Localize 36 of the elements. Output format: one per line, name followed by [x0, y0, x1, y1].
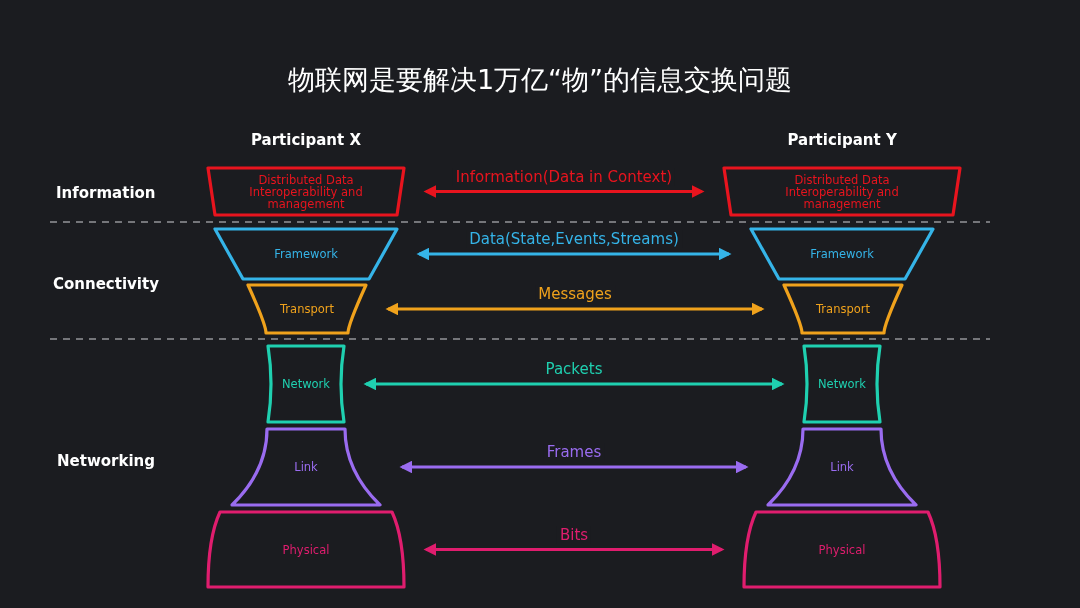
layer-label: Framework [810, 248, 874, 260]
double-arrow [416, 247, 732, 261]
double-arrow [399, 460, 749, 474]
layer-shape [802, 344, 882, 424]
layer-shape [266, 344, 346, 424]
layer-label: Physical [282, 543, 330, 556]
layer-shape [213, 227, 399, 281]
layer-group-label: Information [56, 184, 156, 202]
layer-shape [742, 510, 942, 589]
layer-shape [246, 283, 368, 335]
layer-label: Framework [274, 248, 338, 260]
layer-shape [766, 427, 918, 507]
column-header: Participant X [251, 131, 361, 149]
layer-shape [749, 227, 935, 281]
layer-group-label: Networking [57, 452, 155, 470]
layer-shape [206, 166, 406, 217]
double-arrow [423, 543, 725, 556]
double-arrow [423, 185, 705, 198]
column-header: Participant Y [787, 131, 897, 149]
layer-group-label: Connectivity [53, 275, 159, 293]
layer-shape [722, 166, 962, 217]
layer-shape [206, 510, 406, 589]
title: 物联网是要解决1万亿“物”的信息交换问题 [287, 64, 793, 95]
layer-label: Distributed Data Interoperability and management [248, 173, 364, 210]
double-arrow [385, 302, 765, 316]
layer-label: Network [818, 378, 866, 390]
double-arrow [363, 377, 785, 391]
layer-label: Link [830, 461, 854, 473]
layer-label: Link [294, 461, 318, 473]
layer-label: Network [282, 378, 330, 390]
layer-label: Transport [816, 303, 870, 315]
layer-shape [230, 427, 382, 507]
layer-label: Distributed Data Interoperability and management [784, 173, 900, 210]
layer-label: Transport [280, 303, 334, 315]
layer-shape [782, 283, 904, 335]
layer-label: Physical [818, 543, 866, 556]
